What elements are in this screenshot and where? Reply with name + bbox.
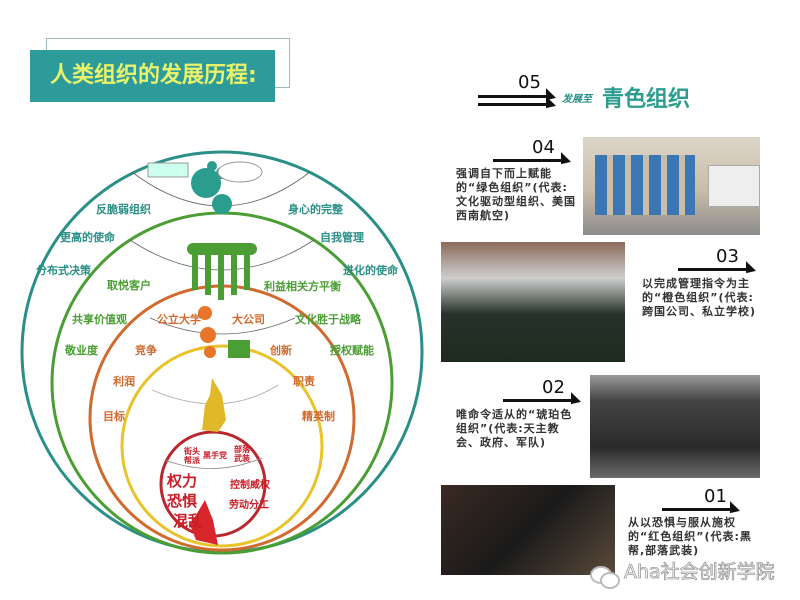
label: 恐惧	[167, 492, 198, 510]
label: 大公司	[232, 313, 265, 326]
stage-description: 以完成管理指令为主的“橙色组织”(代表:跨国公司、私立学校)	[642, 277, 757, 318]
yellow-soldier-icon	[202, 378, 226, 432]
arrow-icon	[478, 95, 548, 98]
stage-description: 强调自下而上赋能的“绿色组织”(代表:文化驱动型组织、美国西南航空)	[456, 167, 576, 222]
label: 反脆弱组织	[96, 203, 151, 216]
label: 利益相关方平衡	[264, 280, 341, 293]
photo-gang	[441, 485, 615, 575]
yellow-circle	[120, 344, 324, 548]
label: 自我管理	[320, 231, 364, 244]
circle-diagram	[20, 150, 424, 555]
label: 职责	[293, 375, 315, 388]
arrow-icon	[503, 399, 573, 402]
stage-number: 02	[542, 377, 565, 398]
label: 敬业度	[65, 344, 98, 357]
logo-right	[217, 161, 263, 183]
orange-gears-icon	[198, 306, 216, 358]
arrow-icon	[678, 268, 748, 271]
label: 部落武装	[234, 445, 250, 463]
stage-prefix: 发展至	[562, 94, 592, 105]
stage-number: 04	[532, 137, 555, 158]
label: 混乱	[173, 512, 204, 530]
label: 控制威权	[230, 480, 270, 491]
label: 权力	[167, 472, 198, 490]
label: 共享价值观	[72, 313, 127, 326]
label: 授权赋能	[330, 344, 374, 357]
watermark: Aha社会创新学院	[624, 561, 775, 584]
stage-number: 01	[704, 486, 727, 507]
photo-schoolboys	[441, 242, 625, 362]
stage-title: 青色组织	[602, 87, 691, 112]
arrow-icon	[493, 159, 563, 162]
label: 分布式决策	[36, 264, 91, 277]
page-title: 人类组织的发展历程:	[30, 50, 275, 102]
stage-number: 03	[716, 246, 739, 267]
label: 精英制	[302, 410, 335, 423]
label: 利润	[113, 375, 135, 388]
label: 取悦客户	[107, 279, 151, 292]
label: 街头帮派	[184, 447, 200, 465]
label: 身心的完整	[288, 203, 343, 216]
stage-description: 唯命令适从的“琥珀色组织”(代表:天主教会、政府、军队)	[456, 408, 573, 449]
label: 更高的使命	[60, 231, 115, 244]
stage-number: 05	[518, 72, 541, 93]
arrow-icon	[478, 103, 548, 106]
label: 创新	[270, 344, 292, 357]
label: 进化的使命	[343, 264, 398, 277]
photo-flight-attendants	[583, 137, 760, 235]
red-figure-icon	[190, 500, 218, 545]
label: 劳动分工	[229, 500, 269, 511]
logo-left	[147, 162, 189, 178]
label: 文化胜于战略	[295, 313, 361, 326]
orange-divider	[149, 317, 296, 335]
wechat-icon	[590, 564, 620, 589]
label: 目标	[103, 410, 125, 423]
green-people-icon	[187, 243, 257, 300]
label: 竞争	[135, 344, 157, 357]
stage-description: 从以恐惧与服从施权的“红色组织”(代表:黑帮,部落武装)	[628, 516, 752, 557]
label: 公立大学	[157, 313, 201, 326]
label: 黑手党	[203, 451, 227, 460]
photo-army	[590, 375, 760, 478]
red-divider	[164, 457, 263, 469]
green-book-icon	[228, 340, 250, 358]
arrow-icon	[662, 508, 732, 511]
